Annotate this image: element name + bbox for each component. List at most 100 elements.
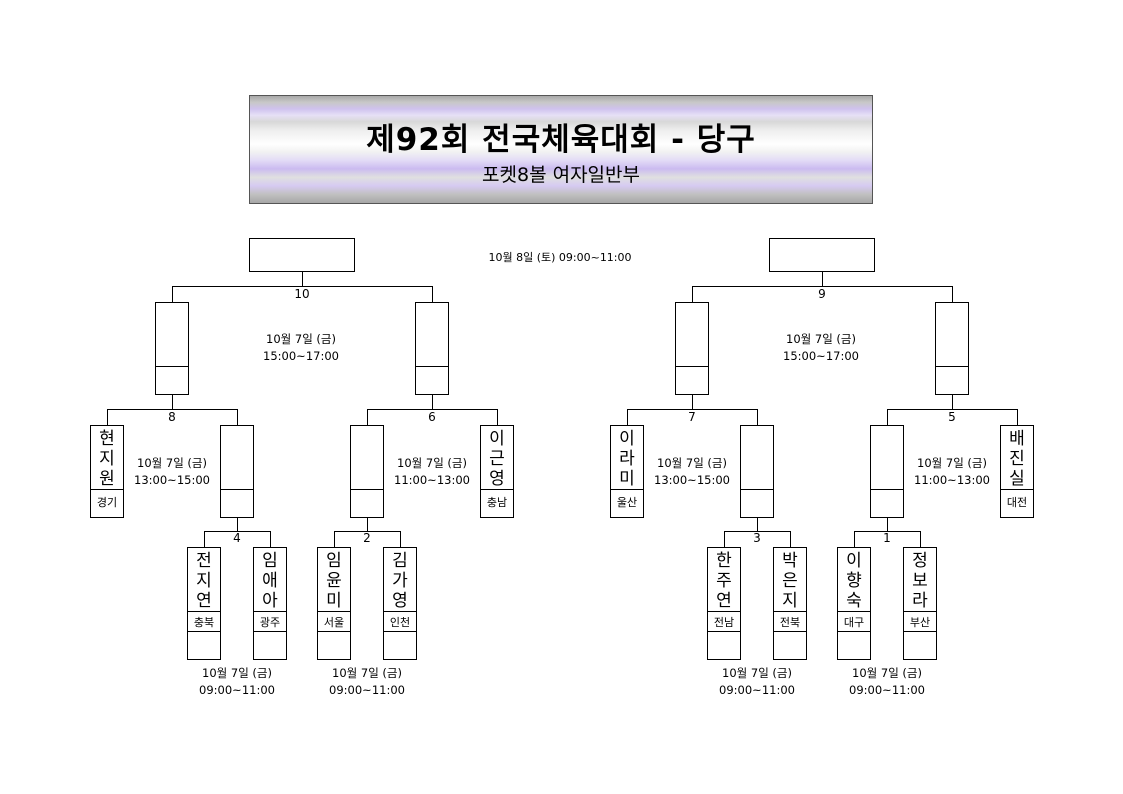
player-region: 부산 (909, 616, 931, 629)
schedule-match-1: 10월 7일 (금)09:00~11:00 (849, 666, 925, 697)
quarterfinal-box (870, 425, 904, 518)
connector (854, 531, 855, 547)
match-number-10: 10 (294, 287, 310, 301)
semifinal-box (935, 302, 969, 395)
player-region: 대구 (843, 616, 865, 629)
connector (334, 531, 400, 532)
match-number-2: 2 (363, 531, 371, 545)
connector (692, 286, 693, 302)
connector (270, 531, 271, 547)
page-subtitle: 포켓8볼 여자일반부 (482, 164, 640, 186)
schedule-semifinal-right: 10월 7일 (금)15:00~17:00 (783, 332, 859, 363)
schedule-semifinal-left: 10월 7일 (금)15:00~17:00 (263, 332, 339, 363)
connector (887, 409, 1017, 410)
connector (1017, 409, 1018, 425)
connector (367, 409, 497, 410)
connector (627, 409, 757, 410)
match-number-8: 8 (168, 410, 176, 424)
connector (432, 286, 433, 302)
connector (204, 531, 205, 547)
connector (204, 531, 270, 532)
connector (822, 272, 823, 286)
schedule-match-5: 10월 7일 (금)11:00~13:00 (914, 456, 990, 487)
connector (367, 518, 368, 531)
player-region: 충남 (486, 496, 508, 509)
final-box-right (769, 238, 875, 272)
connector (627, 409, 628, 425)
match-number-9: 9 (818, 287, 826, 301)
connector (302, 272, 303, 286)
connector (952, 395, 953, 409)
player-region: 울산 (616, 496, 638, 509)
connector (757, 409, 758, 425)
semifinal-box (155, 302, 189, 395)
player-region: 충북 (193, 616, 215, 629)
connector (172, 286, 432, 287)
quarterfinal-box (220, 425, 254, 518)
match-number-6: 6 (428, 410, 436, 424)
connector (107, 409, 237, 410)
page-title: 제92회 전국체육대회 - 당구 (366, 122, 756, 158)
connector (790, 531, 791, 547)
player-region: 서울 (323, 616, 345, 629)
player-region: 전북 (779, 616, 801, 629)
connector (854, 531, 920, 532)
player-region: 대전 (1006, 496, 1028, 509)
player-region: 인천 (389, 616, 411, 629)
match-number-4: 4 (233, 531, 241, 545)
match-number-7: 7 (688, 410, 696, 424)
connector (920, 531, 921, 547)
schedule-match-3: 10월 7일 (금)09:00~11:00 (719, 666, 795, 697)
match-number-3: 3 (753, 531, 761, 545)
connector (172, 395, 173, 409)
quarterfinal-box (350, 425, 384, 518)
connector (692, 395, 693, 409)
connector (107, 409, 108, 425)
match-number-5: 5 (948, 410, 956, 424)
connector (237, 518, 238, 531)
quarterfinal-box (740, 425, 774, 518)
schedule-match-4: 10월 7일 (금)09:00~11:00 (199, 666, 275, 697)
connector (237, 409, 238, 425)
connector (172, 286, 173, 302)
connector (432, 395, 433, 409)
schedule-match-8: 10월 7일 (금)13:00~15:00 (134, 456, 210, 487)
player-region: 경기 (96, 496, 118, 509)
connector (887, 518, 888, 531)
connector (692, 286, 952, 287)
schedule-match-6: 10월 7일 (금)11:00~13:00 (394, 456, 470, 487)
connector (887, 409, 888, 425)
connector (497, 409, 498, 425)
connector (724, 531, 790, 532)
schedule-match-2: 10월 7일 (금)09:00~11:00 (329, 666, 405, 697)
title-banner: 제92회 전국체육대회 - 당구 포켓8볼 여자일반부 (249, 95, 873, 204)
connector (334, 531, 335, 547)
connector (757, 518, 758, 531)
player-region: 전남 (713, 616, 735, 629)
connector (367, 409, 368, 425)
semifinal-box (415, 302, 449, 395)
connector (952, 286, 953, 302)
